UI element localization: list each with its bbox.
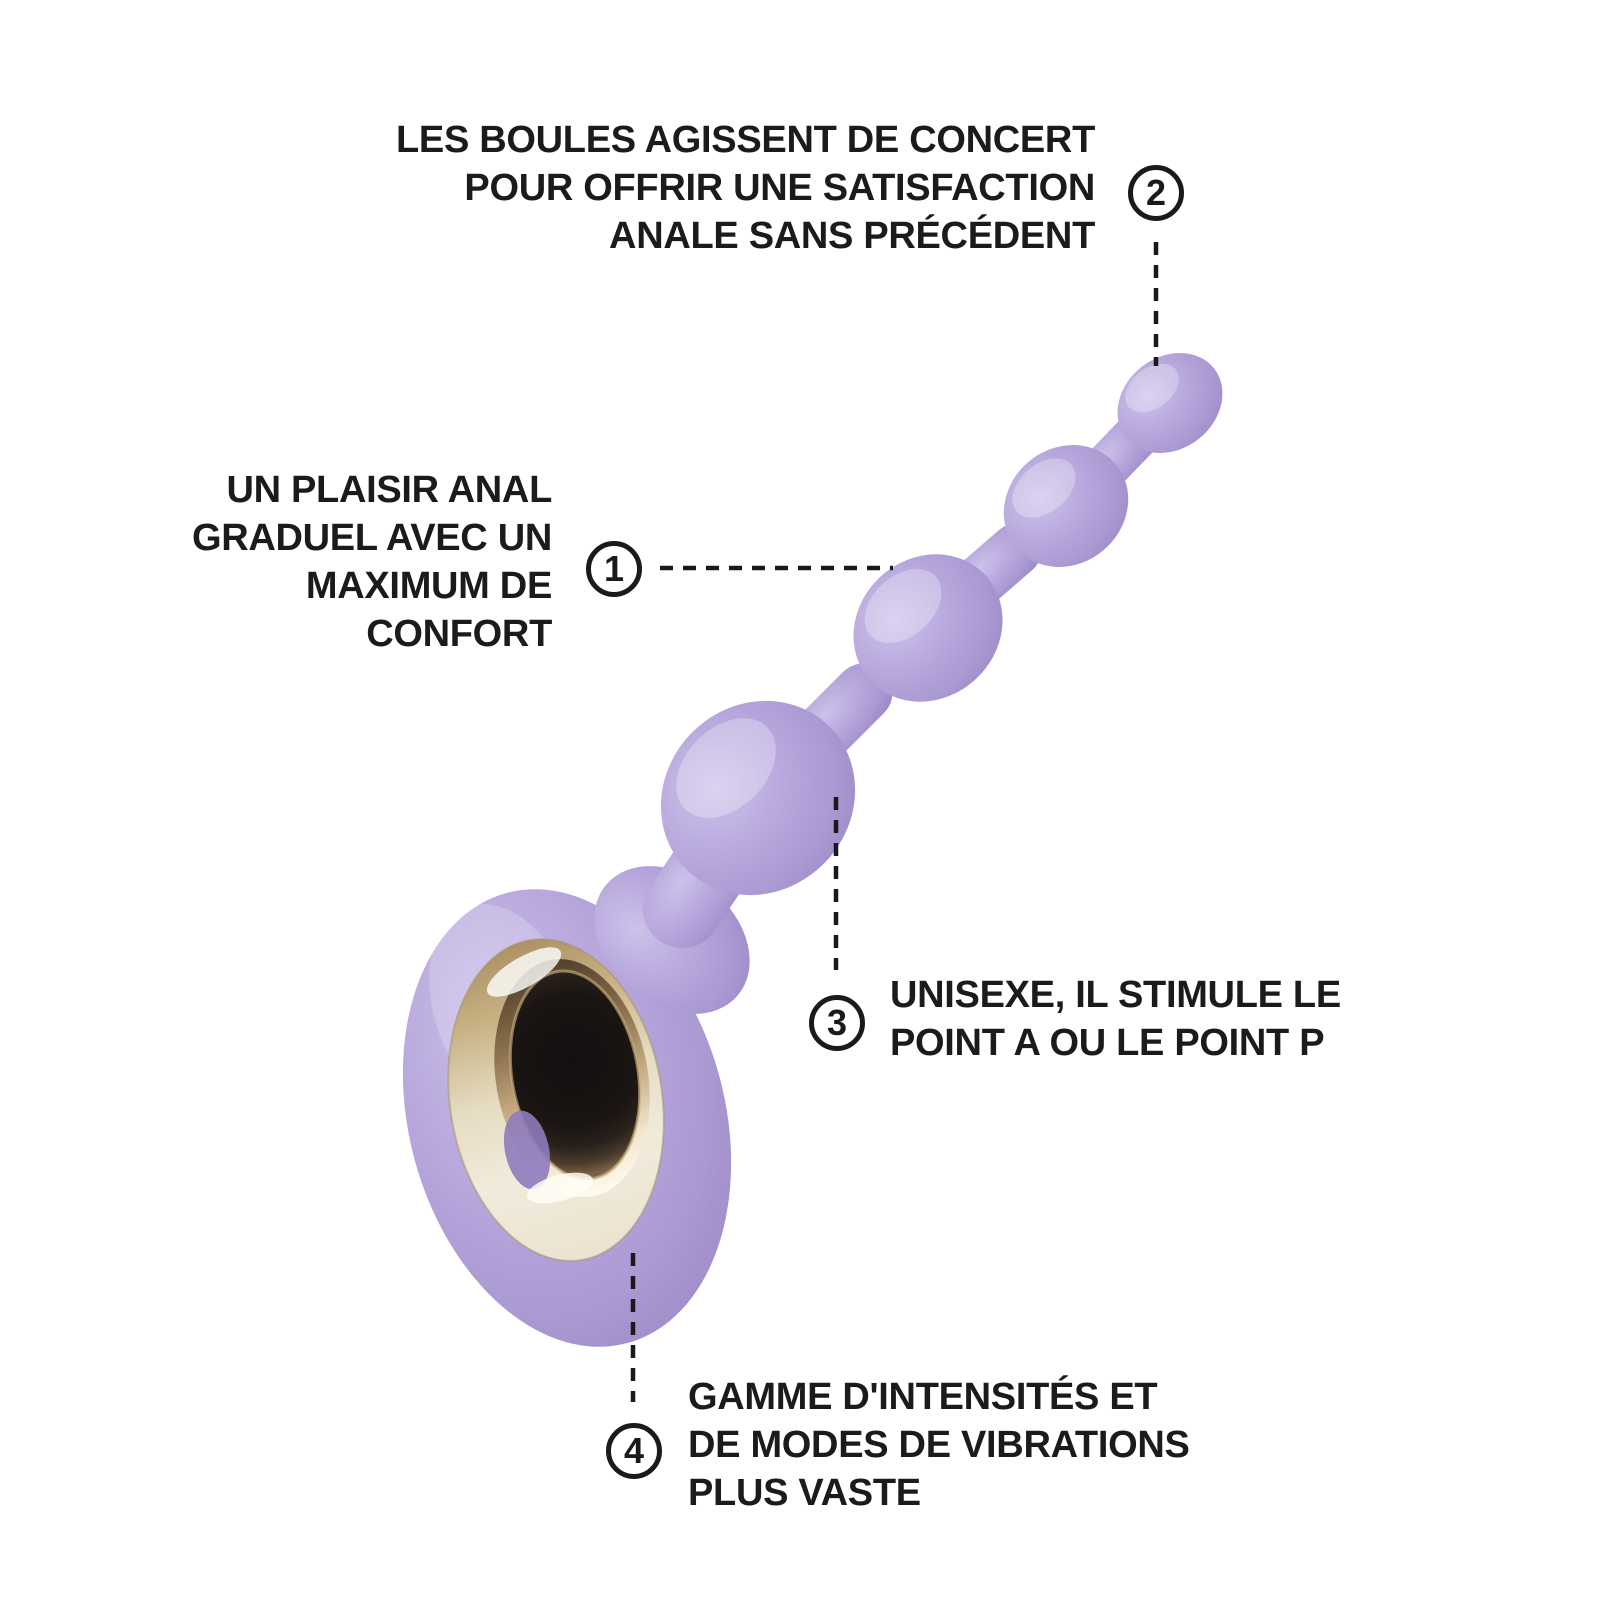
callout-4-badge: 4: [606, 1423, 662, 1479]
callout-4-text: GAMME D'INTENSITÉS ET DE MODES DE VIBRAT…: [688, 1373, 1190, 1517]
highlight-bead-large: [676, 718, 776, 818]
callout-2-number: 2: [1145, 172, 1167, 213]
callout-3-line-2: POINT A OU LE POINT P: [890, 1022, 1325, 1064]
ring-gleam-top: [486, 947, 562, 997]
highlight-bead-medium: [864, 569, 942, 643]
callout-4-line-2: DE MODES DE VIBRATIONS: [688, 1424, 1190, 1466]
bead-small: [1003, 445, 1129, 567]
callout-4-number: 4: [623, 1430, 645, 1471]
ring-hole-reflection: [503, 1110, 551, 1190]
callout-1-text: UN PLAISIR ANAL GRADUEL AVEC UN MAXIMUM …: [192, 466, 552, 658]
callout-1-line-2: GRADUEL AVEC UN: [191, 517, 552, 559]
callout-1-line-4: CONFORT: [366, 613, 552, 655]
highlight-bead-tip: [1125, 363, 1179, 413]
highlight-bead-small: [1012, 458, 1076, 518]
callout-1-line-1: UN PLAISIR ANAL: [226, 469, 552, 511]
bead-medium: [853, 554, 1003, 702]
ring-gleam-bottom: [526, 1172, 594, 1204]
callout-4-line-1: GAMME D'INTENSITÉS ET: [688, 1376, 1158, 1418]
ring-hole: [508, 969, 642, 1181]
callout-2-text: LES BOULES AGISSENT DE CONCERT POUR OFFR…: [396, 116, 1095, 260]
callout-2-badge: 2: [1128, 165, 1184, 221]
callout-3-badge: 3: [809, 995, 865, 1051]
callout-2-line-1: LES BOULES AGISSENT DE CONCERT: [396, 119, 1095, 161]
callout-3-line-1: UNISEXE, IL STIMULE LE: [890, 974, 1341, 1016]
callout-1-badge: 1: [586, 541, 642, 597]
leader-lines: [630, 242, 1159, 1402]
handle-ring: [447, 938, 665, 1262]
bead-tip: [1117, 352, 1223, 454]
callout-2-line-3: ANALE SANS PRÉCÉDENT: [609, 215, 1095, 257]
callout-3-number: 3: [826, 1002, 848, 1043]
callout-1-line-3: MAXIMUM DE: [305, 565, 552, 607]
callout-3-text: UNISEXE, IL STIMULE LE POINT A OU LE POI…: [890, 971, 1341, 1067]
callout-1-number: 1: [603, 548, 625, 589]
callout-2-line-2: POUR OFFRIR UNE SATISFACTION: [464, 167, 1095, 209]
callout-4-line-3: PLUS VASTE: [688, 1472, 921, 1514]
bead-large: [660, 700, 856, 896]
